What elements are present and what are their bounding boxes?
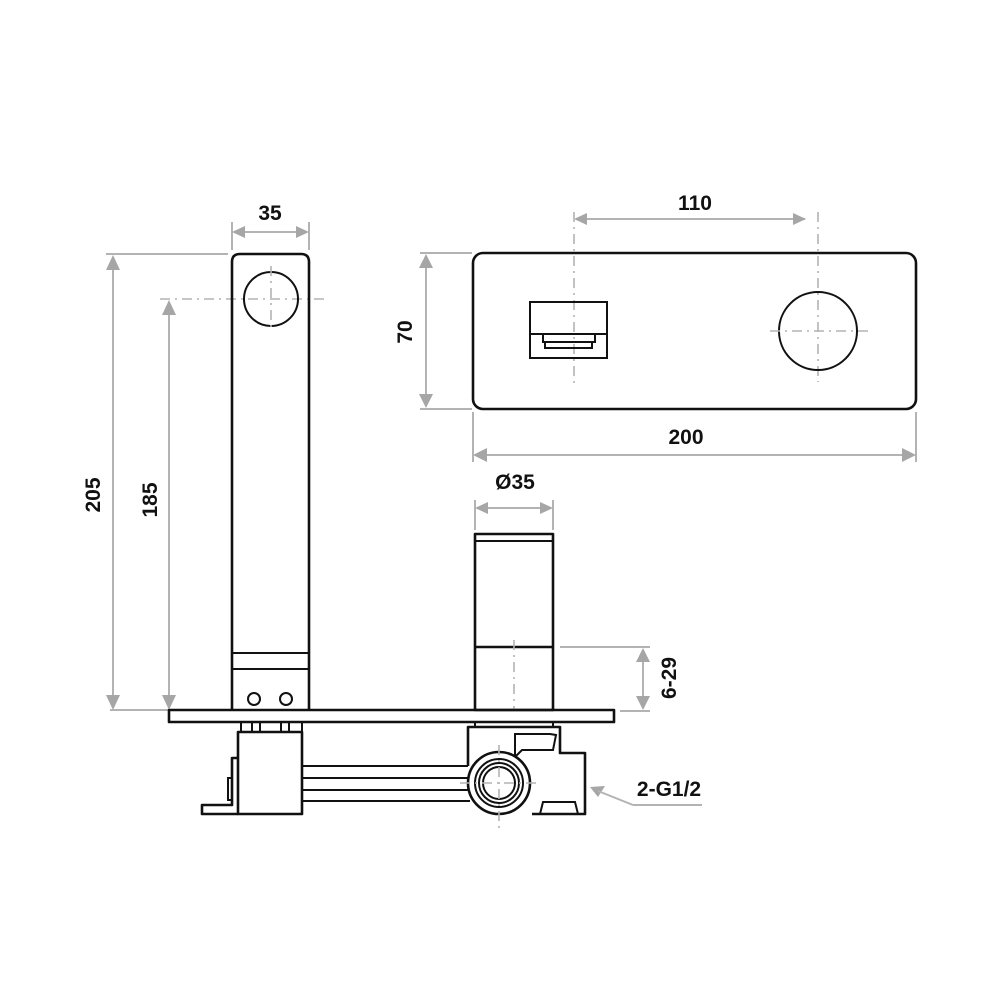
label-spout-width: 35: [258, 202, 282, 225]
dimension-spout-width: 35: [231, 202, 310, 250]
backplate-front-view: 110 70 200: [394, 192, 918, 462]
spout-screw-left: [247, 692, 261, 706]
dimension-spout-outlet-height: 185: [110, 298, 325, 711]
dimension-hole-spacing: 110: [573, 192, 819, 385]
backplate: [471, 251, 918, 411]
handle-body: [473, 532, 555, 712]
spout-side-view: 35 205 185: [82, 202, 325, 711]
label-plate-height: 70: [394, 320, 417, 343]
label-spout-outlet-height: 185: [139, 482, 162, 517]
dimension-plate-width: 200: [472, 412, 917, 462]
label-handle-diameter: Ø35: [495, 471, 535, 494]
spout-body: [230, 252, 311, 710]
spout-mount: [529, 301, 608, 359]
dimension-plate-height: 70: [394, 252, 472, 410]
dimension-wall-adjustment: 6-29: [560, 646, 681, 712]
wall-plate-and-valve-body: [167, 708, 616, 830]
label-hole-spacing: 110: [678, 192, 712, 215]
valve-body: [466, 725, 587, 816]
dimension-handle-diameter: Ø35: [474, 471, 554, 530]
callout-connections: 2-G1/2: [590, 778, 702, 806]
spout-housing: [236, 730, 304, 816]
handle-side-view: Ø35 6-29: [473, 471, 681, 712]
label-plate-width: 200: [668, 426, 703, 449]
label-wall-adjustment: 6-29: [658, 657, 681, 699]
spout-screw-right: [279, 692, 293, 706]
label-connections: 2-G1/2: [637, 778, 701, 801]
dimension-spout-total-height: 205: [82, 253, 228, 710]
wall-plate: [167, 708, 616, 724]
label-spout-total-height: 205: [82, 477, 105, 512]
